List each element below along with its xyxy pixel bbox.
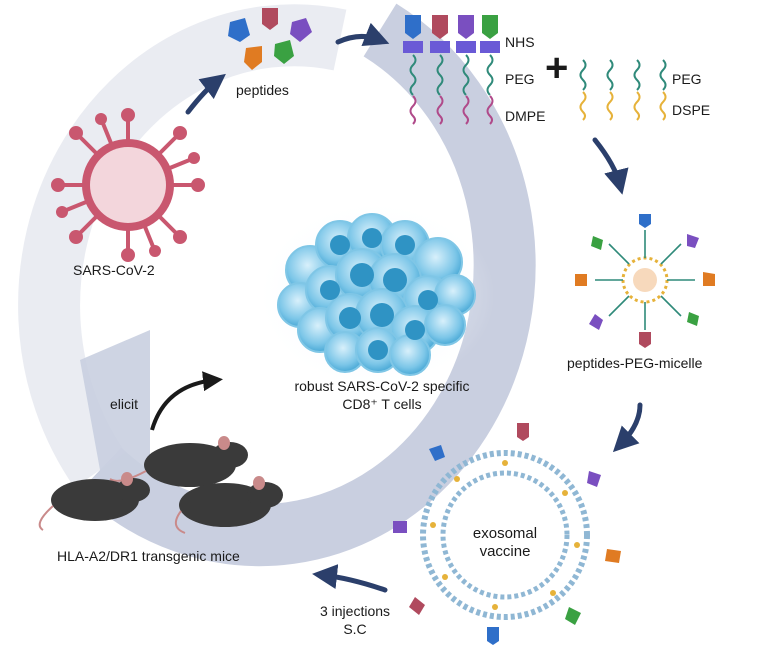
tcells-label-line1: robust SARS-CoV-2 specific [294, 378, 470, 394]
micelle-label: peptides-PEG-micelle [567, 355, 703, 371]
peg-dspe-lipids [579, 59, 667, 121]
cycle-ring [18, 3, 536, 567]
injections-label-line2: S.C [343, 621, 367, 637]
peg-left-label: PEG [505, 71, 535, 87]
peptides-icon [228, 8, 312, 70]
nhs-peg-dmpe-construct [403, 15, 500, 125]
dspe-label: DSPE [672, 102, 711, 118]
micelle-icon [575, 214, 715, 348]
elicit-label: elicit [110, 396, 139, 412]
t-cell-cluster-icon [255, 200, 495, 390]
exosome-label-line2: vaccine [479, 543, 531, 560]
plus-sign: + [545, 46, 569, 90]
virus-label: SARS-CoV-2 [73, 262, 155, 278]
exosome-label-line1: exosomal [472, 525, 538, 542]
exosome-icon [393, 423, 621, 645]
nhs-label: NHS [505, 34, 535, 50]
mice-label: HLA-A2/DR1 transgenic mice [57, 548, 240, 564]
peg-right-label: PEG [672, 71, 702, 87]
mouse-icon [38, 436, 283, 534]
process-arrows [185, 22, 643, 593]
dmpe-label: DMPE [505, 108, 546, 124]
injections-label-line1: 3 injections [319, 603, 391, 619]
peptides-label: peptides [236, 82, 289, 98]
coronavirus-icon [51, 108, 205, 262]
tcells-label-line2: CD8⁺ T cells [342, 396, 422, 412]
elicit-arrow [150, 371, 223, 431]
